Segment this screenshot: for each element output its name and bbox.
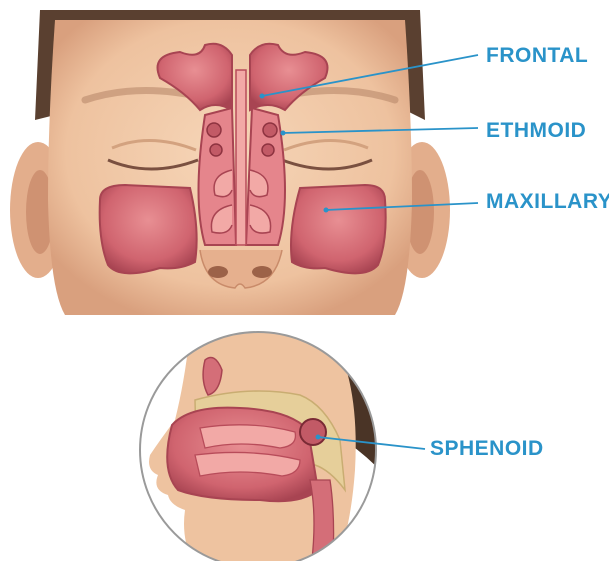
maxillary-label: MAXILLARY: [486, 190, 609, 214]
maxillary-sinus-left: [100, 185, 197, 273]
profile-head-icon: [140, 330, 380, 561]
frontal-label: FRONTAL: [486, 44, 588, 68]
sphenoid-sinus: [300, 419, 326, 445]
maxillary-sinus-right: [291, 185, 386, 273]
front-face-icon: [10, 10, 450, 315]
ethmoid-label: ETHMOID: [486, 119, 586, 143]
sphenoid-label: SPHENOID: [430, 437, 544, 461]
